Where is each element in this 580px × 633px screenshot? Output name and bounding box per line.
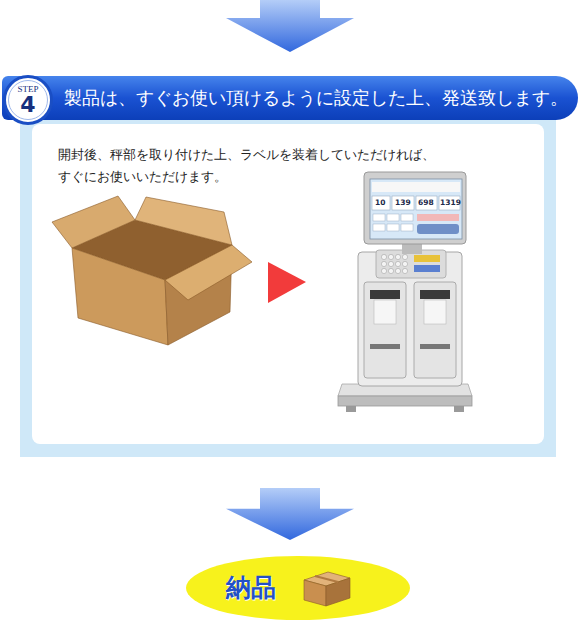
illustration-part <box>387 224 399 231</box>
illustration-part <box>20 120 556 457</box>
illustration-part <box>424 300 446 324</box>
illustration-part <box>165 245 252 300</box>
screen-value: 139 <box>395 198 411 208</box>
illustration-part <box>370 290 400 299</box>
illustration-part <box>370 179 462 239</box>
illustration-part <box>439 196 460 210</box>
screen-value: 10 <box>375 198 385 208</box>
illustration-part <box>402 268 407 273</box>
step-number: 4 <box>3 93 53 117</box>
illustration-part <box>417 224 459 234</box>
illustration-part <box>392 196 414 210</box>
ellipse-fill <box>186 556 410 620</box>
illustration-part <box>373 214 385 221</box>
illustration-part <box>388 254 393 259</box>
box-icon <box>304 572 350 606</box>
illustration-part <box>395 268 400 273</box>
illustration-part <box>135 197 232 245</box>
illustration-part <box>372 196 390 210</box>
step-panel: 開封後、秤部を取り付けた上、ラベルを装着していただければ、 すぐにお使いいただけ… <box>20 120 556 457</box>
illustration-part <box>414 265 440 272</box>
box-icon-right <box>326 578 350 606</box>
illustration-part <box>381 268 386 273</box>
illustration-part <box>395 261 400 266</box>
illustration-part <box>416 196 437 210</box>
illustration-part <box>32 124 544 444</box>
illustration-part <box>372 182 460 192</box>
illustration-part <box>395 254 400 259</box>
step-band: STEP4製品は、すぐお使い頂けるように設定した上、発送致します。 <box>2 76 578 120</box>
illustration-part <box>376 250 446 278</box>
illustration-part <box>373 224 385 231</box>
illustration-part <box>402 261 407 266</box>
flow-arrow <box>226 488 354 540</box>
illustration-part <box>402 254 407 259</box>
illustration-part <box>381 261 386 266</box>
screen-value: 698 <box>418 198 434 208</box>
pointer-triangle <box>268 262 306 303</box>
illustration-part <box>370 344 400 349</box>
label-scale <box>338 172 472 412</box>
panel-body-text: 開封後、秤部を取り付けた上、ラベルを装着していただければ、 すぐにお使いいただけ… <box>58 144 442 188</box>
illustration-part <box>72 248 168 345</box>
illustration-part <box>420 290 450 299</box>
delivery-ellipse: 納品 <box>186 556 410 620</box>
step-heading: 製品は、すぐお使い頂けるように設定した上、発送致します。 <box>64 76 568 120</box>
flow-arrow <box>226 0 354 52</box>
illustration-part <box>401 224 413 231</box>
illustration-part <box>401 214 413 221</box>
cardboard-box <box>52 196 252 345</box>
box-icon-tape <box>315 576 338 582</box>
illustration-part <box>417 214 459 221</box>
illustration-part <box>381 254 386 259</box>
illustration-part <box>420 344 450 349</box>
box-icon-left <box>304 580 326 606</box>
illustration-part <box>388 268 393 273</box>
step-badge: STEP4 <box>3 75 53 125</box>
ellipse-shape <box>186 556 410 620</box>
illustration-part <box>364 282 406 378</box>
illustration-part <box>381 254 407 273</box>
illustration-part <box>387 214 399 221</box>
illustration-part <box>52 196 135 248</box>
panel-background <box>20 120 556 457</box>
illustration-part <box>388 261 393 266</box>
delivery-text: 納品 <box>226 572 276 604</box>
illustration-part <box>414 282 456 378</box>
illustration-part <box>338 396 472 406</box>
illustration-part <box>414 255 440 262</box>
illustration-part <box>364 172 466 244</box>
illustration-part <box>374 300 396 324</box>
screen-value: 1319 <box>440 198 461 208</box>
illustration-part <box>373 214 413 231</box>
